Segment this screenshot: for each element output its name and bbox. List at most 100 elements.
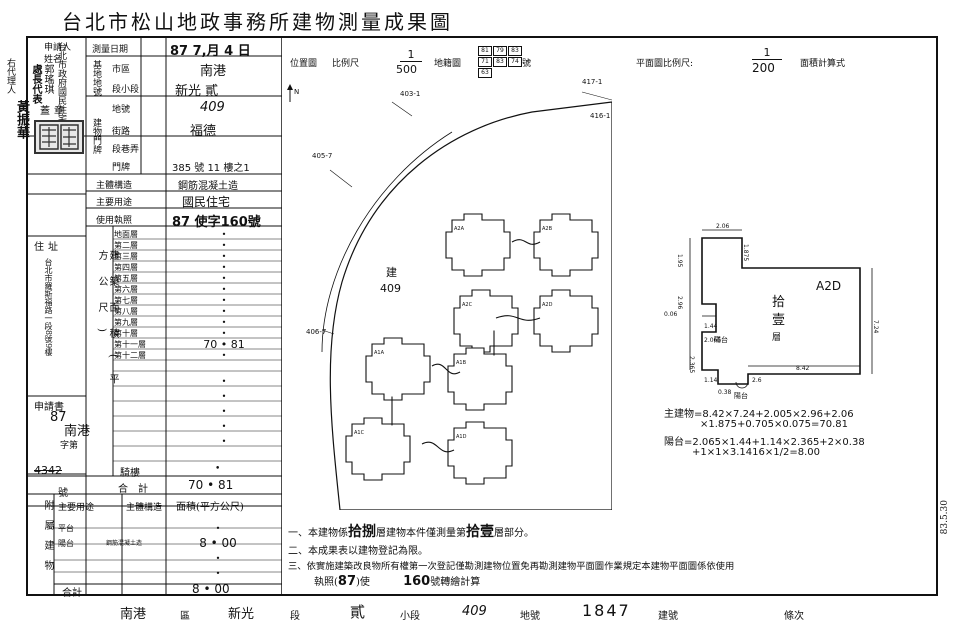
floor-name: 第二層 [114,241,138,250]
unit-connector [431,363,461,375]
footer-note-label: 條次 [784,611,804,622]
doorplate-street: 福德 [190,124,217,139]
formula-main-1: 主建物=8.42×7.24+2.005×2.96+2.06 [664,409,854,420]
footer-district: 南港 [120,607,147,622]
floor-text-1: 拾 [772,295,785,310]
map-label-417: 417-1 [582,78,602,86]
note-3b: 執照(87)使 160號轉繪計算 [314,573,480,589]
application-number: 4342 [34,464,62,477]
extra-row: • [221,437,227,446]
location-map-label: 位置圖 [290,59,318,69]
floor-area: • [221,318,227,327]
floor-area: • [221,241,227,250]
annex-label: 附屬建物 [42,500,53,580]
extra-rows: ••••• [166,374,282,449]
dimension-label: 8.42 [796,365,810,372]
building-unit: A2C [453,289,519,353]
annex-area: • [215,554,221,563]
unit-label: A1C [354,430,365,436]
floor-name: 第十一層 [114,340,146,349]
dimension-label: 1.44 [704,323,718,330]
extra-row: • [221,422,227,431]
total-value: 70 • 81 [188,478,234,492]
north-arrow: N [287,84,299,102]
note-2: 二、本成果表以建物登記為限。 [288,546,428,557]
annex-use: 平台 [58,524,74,533]
doorplate-lane-label: 段巷弄 [112,145,140,155]
formula-main-2: ×1.875+0.705×0.075=70.81 [700,419,849,430]
dimension-label: 0.06 [664,311,678,318]
sheet-cell: 79 [493,46,507,56]
footer-district-label: 區 [180,611,190,622]
annex-total-label: 合計 [62,588,82,599]
footer-lot-label: 地號 [520,611,540,622]
building-unit: A2A [445,213,511,277]
floor-name: 地面層 [114,230,138,239]
extra-row: • [221,392,227,401]
floor-row: 第五層• [114,273,282,284]
floor-name: 第九層 [114,318,138,327]
map-label-416: 416-1 [590,112,610,120]
annex-total: 8 • 00 [192,582,230,596]
footer-building-label: 建號 [658,611,678,622]
unit-label: A1D [456,434,467,440]
floor-name: 第十二層 [114,351,146,360]
lot-text: 建 [386,265,397,279]
floor-row: 第四層• [114,262,282,273]
note-1-a: 一、本建物係 [288,528,348,539]
floor-row: 第十二層• [114,350,282,361]
floor-area: • [221,307,227,316]
location-scale-den: 500 [396,63,417,76]
license-label: 使用執照 [96,216,133,226]
applicant-person: 郭瑤琪 [42,64,53,94]
floor-text-2: 壹 [772,313,785,328]
note-1-e: 層部分。 [494,528,534,539]
land-section-label: 段小段 [112,85,140,95]
dimensions: 2.061.8751.952.960.061.442.0652.3657.248… [664,223,879,396]
extra-row: • [221,407,227,416]
unit-label: A2A [454,226,465,232]
building-unit: A1D [447,421,513,485]
annex-structure [94,566,154,581]
left-table-grid [26,36,282,596]
address-label: 住址 [34,242,62,253]
floor-row: 第二層 • [114,240,282,251]
note-3b-number: 160 [403,574,431,589]
arcade-label: 騎樓 [120,468,140,479]
use-value: 國民住宅 [182,195,231,209]
annex-structure: 鋼筋混凝土造 [105,540,142,547]
application-word: 字第 [60,441,79,451]
map-label-403: 403-1 [400,90,420,98]
location-scale-label: 比例尺 [332,59,360,69]
annex-area: • [215,524,221,533]
floor-row: 地面層 • [114,229,282,240]
floor-area: • [221,296,227,305]
annex-area: • [215,569,221,578]
floor-list: 地面層•第二層•第三層•第四層•第五層•第六層•第七層•第八層•第九層•第十層•… [114,229,282,361]
note-3b-year: 87 [337,574,356,589]
floor-name: 第六層 [114,285,138,294]
dimension-label: 1.875 [742,244,749,261]
floor-name: 第八層 [114,307,138,316]
survey-date-value: 87 7,月 4 日 [170,44,251,59]
unit-label: A2C [462,302,473,308]
applicant-org: 台北市政府國民住宅處 [56,42,66,132]
note-3b-c: )使 [356,577,370,588]
floor-row: 第三層• [114,251,282,262]
annex-use [58,566,94,581]
floor-area: 70 • 81 [203,338,245,351]
sheet-cell: 83 [508,46,522,56]
cadastral-label: 地籍圖 [434,59,462,69]
doorplate-label: 建物門牌 [91,118,101,154]
note-1-c: 層建物本件僅測量第 [376,528,466,539]
floor-area: • [221,230,227,239]
floor-plan: A2D 拾 壹 層 陽台 陽台 2.061.8751.952.960.061.4… [664,223,879,400]
map-label-406: 406-7 [306,328,326,336]
footer-lot: 409 [462,604,487,619]
annex-use: 陽台 [58,539,74,548]
annex-row: • [58,566,282,581]
floor-name: 第十層 [114,329,138,338]
